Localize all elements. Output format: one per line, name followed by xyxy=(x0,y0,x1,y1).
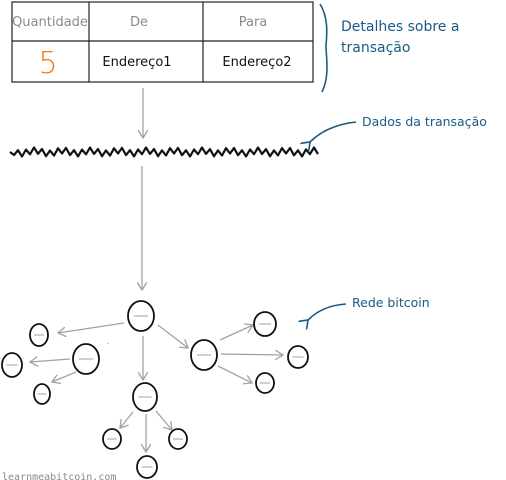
details-label-line1: Detalhes sobre a xyxy=(341,19,459,35)
network-node xyxy=(1,352,23,378)
transaction-data-squiggle xyxy=(9,146,319,158)
data-pointer-arrow xyxy=(310,121,357,142)
network-label: Rede bitcoin xyxy=(352,295,430,310)
network-node xyxy=(127,300,155,332)
network-node xyxy=(102,428,122,450)
network-nodes xyxy=(1,300,309,479)
network-edges xyxy=(30,322,283,452)
network-pointer-arrow xyxy=(308,303,347,320)
network-node xyxy=(72,343,100,375)
details-bracket xyxy=(319,3,328,93)
amount-value: 5 xyxy=(38,46,57,81)
network-node xyxy=(168,428,188,450)
to-address: Endereço2 xyxy=(222,55,291,70)
transaction-table: Quantidade De Para 5 Endereço1 Endereço2 xyxy=(11,1,314,83)
network-node xyxy=(255,372,275,394)
network-node xyxy=(190,339,218,371)
header-from: De xyxy=(130,15,148,30)
network-node xyxy=(253,311,277,337)
network-node xyxy=(136,455,158,479)
data-label: Dados da transação xyxy=(362,114,487,129)
network-node xyxy=(287,345,309,369)
network-node xyxy=(33,383,51,405)
network-node xyxy=(29,323,49,347)
header-to: Para xyxy=(239,15,268,30)
watermark-text: learnmeabitcoin.com xyxy=(2,472,116,480)
network-node xyxy=(132,382,158,412)
header-quantity: Quantidade xyxy=(12,15,88,30)
from-address: Endereço1 xyxy=(102,55,171,70)
details-label-line2: transação xyxy=(341,40,410,56)
